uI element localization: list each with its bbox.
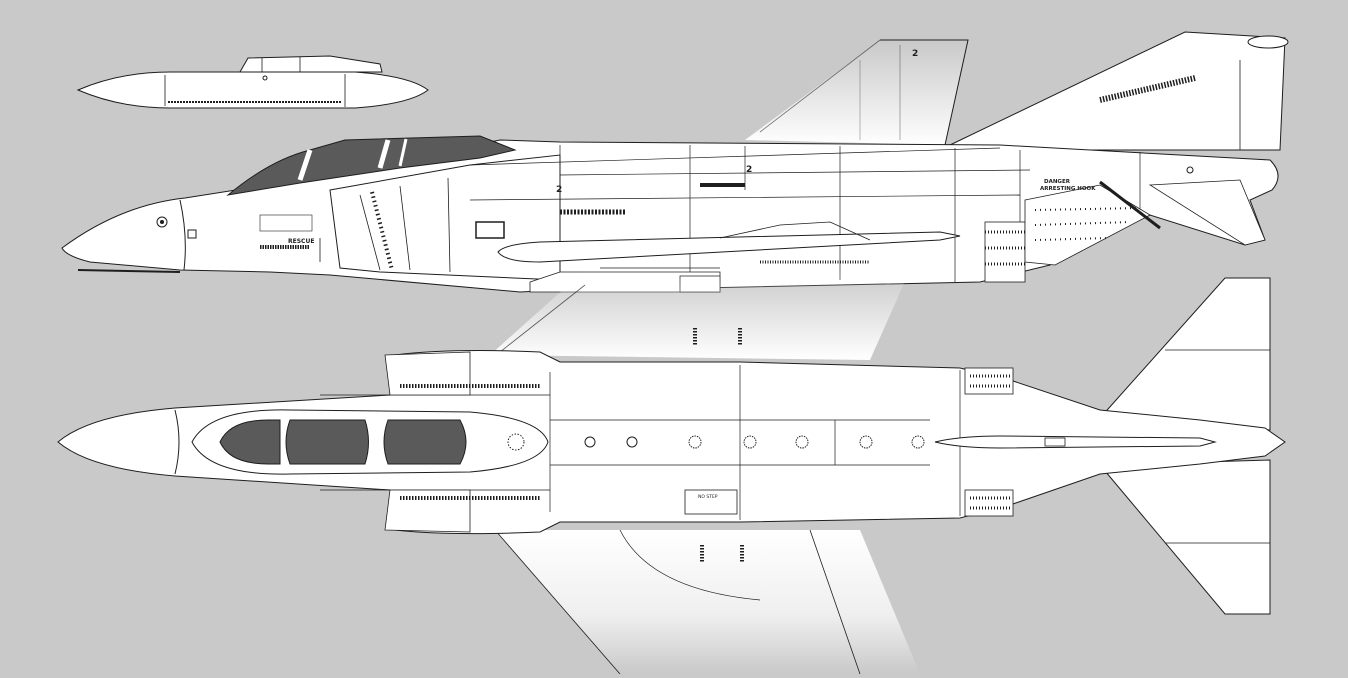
stencil-danger: DANGER xyxy=(1044,179,1071,185)
top-canopy-pilot xyxy=(285,419,369,465)
top-centerline-missile xyxy=(934,435,1217,449)
stencil-number-tail: 2 xyxy=(912,49,918,59)
side-sparrow-missile xyxy=(497,231,961,263)
top-canopy-front xyxy=(219,419,281,465)
side-wing-upper xyxy=(745,40,968,145)
stencil-number-fuselage: 2 xyxy=(746,165,752,175)
top-wing-upper xyxy=(490,270,910,360)
drop-tank-pylon xyxy=(239,55,383,73)
stencil-arresting-hook: ARRESTING HOOK xyxy=(1040,186,1096,192)
drop-tank-drawing xyxy=(76,55,429,109)
top-fuselage xyxy=(57,350,1286,535)
side-hook-panel xyxy=(1024,184,1151,266)
drop-tank-body xyxy=(76,71,429,109)
stencil-rescue: RESCUE xyxy=(288,238,314,245)
top-stabilizer-lower xyxy=(1098,459,1271,615)
top-stabilizer-upper xyxy=(1098,277,1271,431)
stencil-number-intake: 2 xyxy=(556,185,562,195)
top-wing-lower xyxy=(495,530,920,674)
side-view-drawing: RESCUE DANGER ARRESTING HOOK 2 2 2 xyxy=(61,31,1289,293)
side-canopy xyxy=(226,135,517,196)
stencil-no-step: NO STEP xyxy=(698,494,718,500)
top-canopy-wso xyxy=(383,419,467,465)
top-view-drawing: NO STEP xyxy=(57,270,1286,675)
side-vertical-tail xyxy=(948,31,1286,151)
